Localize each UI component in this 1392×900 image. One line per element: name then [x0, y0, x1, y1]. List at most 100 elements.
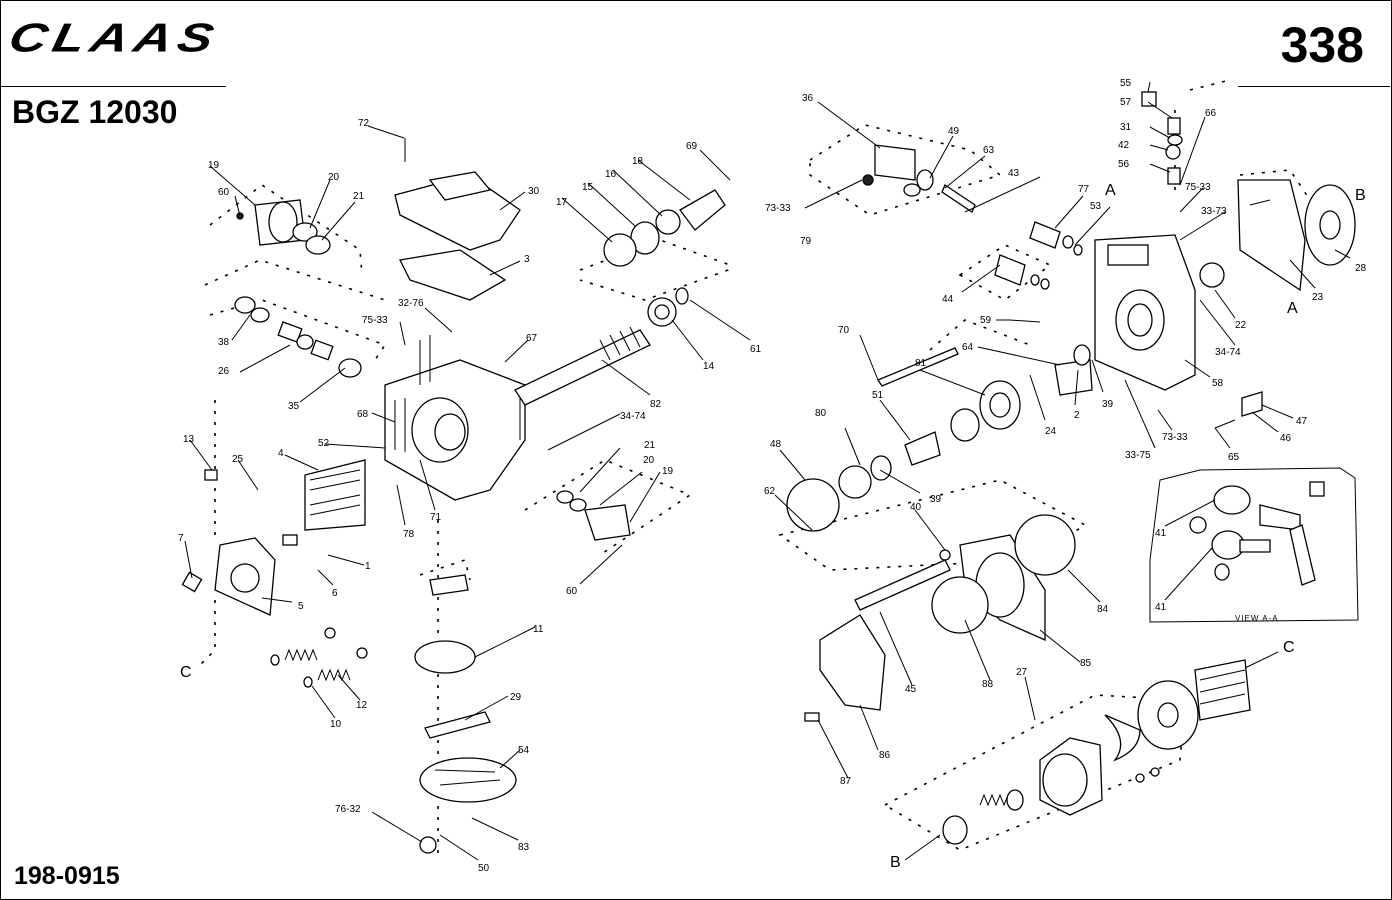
part-main-housing	[384, 335, 526, 501]
part-springs-12	[270, 627, 368, 688]
callout-13: 13	[183, 434, 195, 445]
callout-6: 6	[332, 588, 338, 599]
callout-82: 82	[650, 399, 662, 410]
callout-21: 21	[353, 191, 365, 202]
callout-20: 20	[328, 172, 340, 183]
part-rings-48	[786, 455, 892, 532]
callout-58: 58	[1212, 378, 1224, 389]
callout-26: 26	[218, 366, 230, 377]
section-label-b-bottom: B	[890, 854, 901, 871]
callout-70: 70	[838, 325, 850, 336]
part-valve-36	[862, 144, 976, 213]
group-box-38-top	[204, 259, 386, 301]
callout-48: 48	[770, 439, 782, 450]
callout-88: 88	[982, 679, 994, 690]
callout-35: 35	[288, 401, 300, 412]
callout-39-left: 39	[930, 494, 942, 505]
callout-47: 47	[1296, 416, 1308, 427]
logo-underline	[0, 86, 226, 87]
callout-42: 42	[1118, 140, 1130, 151]
callout-60: 60	[218, 187, 230, 198]
callout-44: 44	[942, 294, 954, 305]
group-box-48	[778, 479, 1087, 571]
callout-45: 45	[905, 684, 917, 695]
callout-54: 54	[518, 745, 530, 756]
part-top-cover-30	[394, 138, 521, 301]
section-label-c-left: C	[180, 664, 192, 681]
callout-15: 15	[582, 182, 594, 193]
callout-66: 66	[1205, 108, 1217, 119]
part-seals-15-18	[603, 189, 726, 267]
callout-63: 63	[983, 145, 995, 156]
callout-18: 18	[632, 156, 644, 167]
callout-62: 62	[764, 486, 776, 497]
leader-lines	[184, 81, 1351, 861]
callout-32-76: 32-76	[398, 298, 424, 309]
part-plug-44	[994, 254, 1050, 290]
callout-71: 71	[430, 512, 442, 523]
callout-25: 25	[232, 454, 244, 465]
callout-60-right: 60	[566, 586, 578, 597]
callout-76-32: 76-32	[335, 804, 361, 815]
callout-20-right: 20	[643, 455, 655, 466]
callout-56: 56	[1118, 159, 1130, 170]
callout-33-73: 33-73	[1201, 206, 1227, 217]
part-housing-58	[1094, 234, 1225, 391]
callout-50: 50	[478, 863, 490, 874]
callout-2: 2	[1074, 410, 1080, 421]
callout-16: 16	[605, 169, 617, 180]
part-bearing-81	[904, 344, 1093, 466]
callout-78: 78	[403, 529, 415, 540]
callout-73-33-top: 73-33	[765, 203, 791, 214]
callout-40: 40	[910, 502, 922, 513]
callout-1: 1	[365, 561, 371, 572]
callout-19: 19	[208, 160, 220, 171]
callout-29: 29	[510, 692, 522, 703]
part-flange-85	[854, 514, 1076, 642]
callout-11: 11	[533, 624, 544, 635]
callout-12: 12	[356, 700, 368, 711]
callout-68: 68	[357, 409, 369, 420]
callout-30: 30	[528, 186, 540, 197]
group-box-64	[929, 319, 1031, 351]
callout-19-right: 19	[662, 466, 674, 477]
callout-73-33-bottom: 73-33	[1162, 432, 1188, 443]
callout-51: 51	[872, 390, 884, 401]
callout-23: 23	[1312, 292, 1324, 303]
callout-65: 65	[1228, 452, 1240, 463]
callout-22: 22	[1235, 320, 1247, 331]
guide-c-left	[199, 600, 216, 666]
callout-46: 46	[1280, 433, 1292, 444]
model-title: BGZ 12030	[12, 94, 178, 130]
part-seals-38	[234, 296, 362, 378]
callout-31: 31	[1120, 122, 1132, 133]
callout-14: 14	[703, 361, 715, 372]
callout-75-33: 75-33	[362, 315, 388, 326]
callout-80: 80	[815, 408, 827, 419]
part-rotating-group-27	[942, 659, 1251, 845]
callout-79: 79	[800, 236, 812, 247]
section-label-c-right: C	[1283, 639, 1295, 656]
callout-64: 64	[962, 342, 974, 353]
callout-labels: 72 30 3 19 60 20 21 38 26 35 75-33 32-76…	[178, 78, 1367, 874]
callout-81: 81	[915, 358, 927, 369]
callout-53: 53	[1090, 201, 1102, 212]
part-stack-55	[1141, 91, 1183, 185]
part-plates-11-54	[414, 574, 517, 854]
callout-86: 86	[879, 750, 891, 761]
callout-75-33-right: 75-33	[1185, 182, 1211, 193]
page-number-underline	[1238, 86, 1390, 87]
callout-17: 17	[556, 197, 568, 208]
callout-59: 59	[980, 315, 992, 326]
callout-72: 72	[358, 118, 370, 129]
callout-83: 83	[518, 842, 530, 853]
callout-10: 10	[330, 719, 342, 730]
section-label-a-top: A	[1105, 182, 1116, 199]
part-shaft-82	[514, 287, 689, 406]
group-box-44	[958, 244, 1052, 301]
callout-49: 49	[948, 126, 960, 137]
part-bracket-46	[1214, 391, 1263, 429]
section-label-b-top: B	[1355, 187, 1366, 204]
